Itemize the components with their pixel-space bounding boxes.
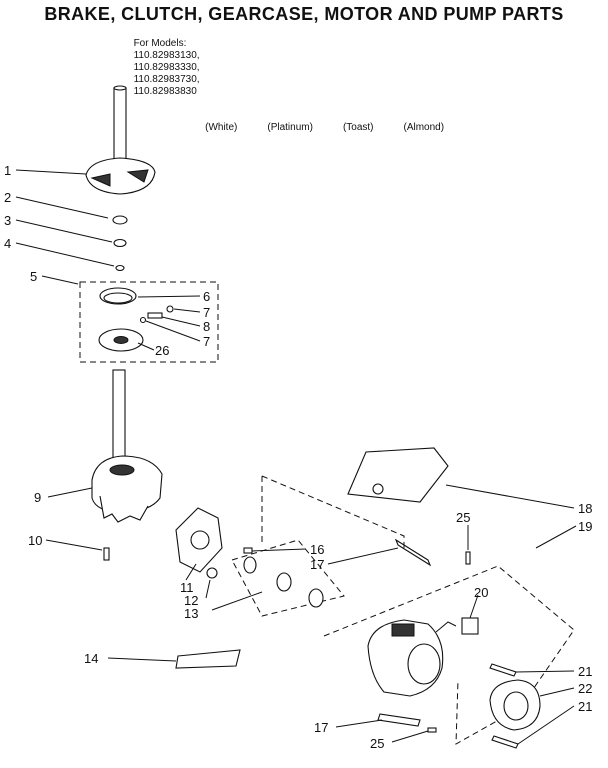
callout-22: 22 bbox=[578, 681, 592, 696]
part-13-pump-assembly bbox=[231, 539, 345, 617]
part-17-bracket-lower bbox=[377, 713, 421, 727]
models-prefix: For Models: bbox=[133, 38, 187, 49]
callout-7: 7 bbox=[203, 305, 210, 320]
guide-line bbox=[261, 475, 405, 548]
part-21-clip-lower bbox=[491, 735, 519, 749]
part-9-gearcase bbox=[91, 369, 163, 523]
callout-7b: 7 bbox=[203, 334, 210, 349]
part-4-ring bbox=[115, 264, 125, 272]
part-26-brake-drum bbox=[98, 328, 144, 352]
callout-10: 10 bbox=[28, 533, 42, 548]
callout-2: 2 bbox=[4, 190, 11, 205]
callout-8: 8 bbox=[203, 319, 210, 334]
callout-21b: 21 bbox=[578, 699, 592, 714]
diagram-title: BRAKE, CLUTCH, GEARCASE, MOTOR AND PUMP … bbox=[44, 4, 564, 24]
model-number: 110.82983730, bbox=[133, 74, 200, 85]
callout-9: 9 bbox=[34, 490, 41, 505]
part-17-bracket bbox=[394, 538, 432, 567]
callout-4: 4 bbox=[4, 236, 11, 251]
callout-25b: 25 bbox=[370, 736, 384, 751]
model-number: 110.82983330, bbox=[133, 62, 200, 73]
callout-17b: 17 bbox=[314, 720, 328, 735]
callout-25: 25 bbox=[456, 510, 470, 525]
model-color: (Toast) bbox=[342, 122, 374, 133]
model-color: (Almond) bbox=[403, 122, 445, 133]
part-25-screw-lower bbox=[427, 727, 437, 733]
part-16-bolt bbox=[243, 547, 253, 554]
callout-12: 12 bbox=[184, 593, 198, 608]
part-2-washer bbox=[112, 215, 128, 225]
callout-19: 19 bbox=[578, 519, 592, 534]
callout-14: 14 bbox=[84, 651, 98, 666]
part-1-clutch-cam bbox=[85, 85, 156, 195]
part-12-nut bbox=[206, 567, 218, 579]
part-21-clip bbox=[489, 663, 517, 677]
part-20-capacitor bbox=[435, 617, 479, 635]
part-10-bolt bbox=[103, 547, 110, 561]
model-color: (Platinum) bbox=[267, 122, 313, 133]
callout-13: 13 bbox=[184, 606, 198, 621]
part-7-8-pins bbox=[139, 305, 174, 324]
model-list: For Models: 110.82983130, 110.82983330, … bbox=[128, 26, 474, 158]
callout-16: 16 bbox=[310, 542, 324, 557]
callout-6: 6 bbox=[203, 289, 210, 304]
part-19-motor-kit-region bbox=[323, 565, 575, 745]
callout-numbers: 1 2 3 4 5 6 7 8 7 26 9 10 11 12 13 14 16… bbox=[4, 163, 592, 751]
callout-18: 18 bbox=[578, 501, 592, 516]
part-3-washer bbox=[113, 238, 127, 248]
part-5-brake-kit-box bbox=[79, 281, 219, 363]
callout-26: 26 bbox=[155, 343, 169, 358]
model-number: 110.82983130, bbox=[133, 50, 200, 61]
callout-21: 21 bbox=[578, 664, 592, 679]
callout-5: 5 bbox=[30, 269, 37, 284]
part-19-motor bbox=[367, 619, 444, 697]
leader-lines bbox=[15, 169, 577, 745]
part-11-pump-plate bbox=[175, 507, 223, 573]
callout-17: 17 bbox=[310, 557, 324, 572]
model-number: 110.82983830 bbox=[133, 86, 197, 97]
callout-3: 3 bbox=[4, 213, 11, 228]
callout-11: 11 bbox=[180, 580, 194, 595]
callout-20: 20 bbox=[474, 585, 488, 600]
part-18-cover bbox=[347, 447, 449, 503]
part-14-pad bbox=[175, 649, 241, 669]
part-25-screw bbox=[465, 551, 471, 565]
model-color: (White) bbox=[205, 122, 238, 133]
part-6-spring bbox=[99, 287, 137, 305]
callout-1: 1 bbox=[4, 163, 11, 178]
part-22-pump bbox=[489, 679, 541, 731]
